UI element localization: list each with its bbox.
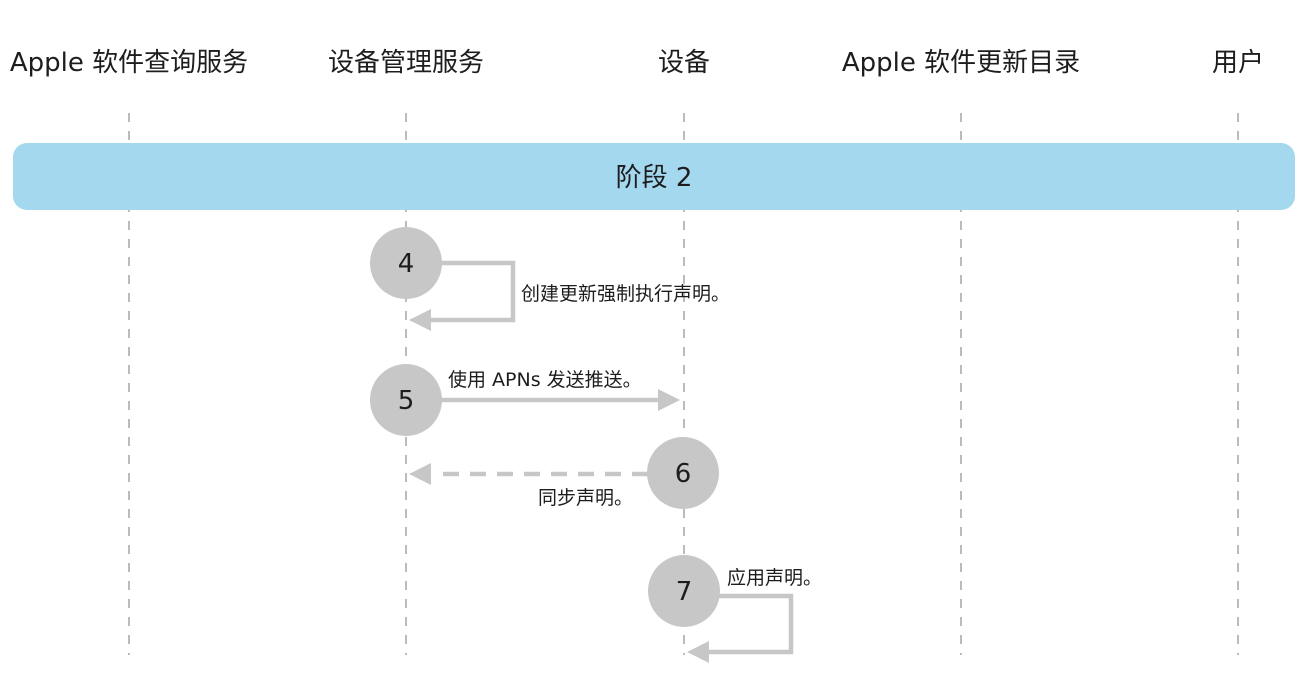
lane-titles: Apple 软件查询服务 设备管理服务 设备 Apple 软件更新目录 用户	[10, 48, 1264, 78]
step-5-number: 5	[398, 386, 415, 416]
step-5-label: 使用 APNs 发送推送。	[448, 369, 642, 391]
step-7-loop-line	[707, 593, 794, 655]
step-4-number: 4	[398, 249, 415, 279]
step-7-number: 7	[676, 577, 693, 607]
phase-label: 阶段 2	[616, 163, 693, 193]
step-7-arrowhead	[687, 641, 709, 663]
step-4-label: 创建更新强制执行声明。	[521, 283, 730, 305]
lane-title-software-lookup: Apple 软件查询服务	[10, 48, 248, 78]
step-5-circle	[370, 364, 442, 436]
step-4-loop-line	[428, 260, 516, 323]
step-5-arrowhead	[658, 389, 680, 411]
step-7-label: 应用声明。	[727, 567, 822, 589]
step-6-label: 同步声明。	[538, 487, 633, 509]
step-6-circle	[647, 437, 719, 509]
step-4-arrowhead	[409, 309, 431, 331]
phase-band: 阶段 2	[13, 143, 1295, 210]
step-7-circle	[648, 555, 720, 627]
step-6-number: 6	[675, 459, 692, 489]
step-4-circle	[370, 227, 442, 299]
phase-band-rect	[13, 143, 1295, 210]
lane-title-software-update-catalog: Apple 软件更新目录	[842, 48, 1080, 78]
lane-title-device: 设备	[658, 48, 710, 78]
step-4: 4 创建更新强制执行声明。	[370, 227, 730, 331]
step-5: 5 使用 APNs 发送推送。	[370, 364, 680, 436]
step-6: 6 同步声明。	[409, 437, 719, 509]
lane-title-user: 用户	[1212, 48, 1264, 78]
step-6-arrowhead	[409, 463, 431, 485]
lane-title-device-management: 设备管理服务	[328, 48, 484, 78]
step-7: 7 应用声明。	[648, 555, 822, 663]
